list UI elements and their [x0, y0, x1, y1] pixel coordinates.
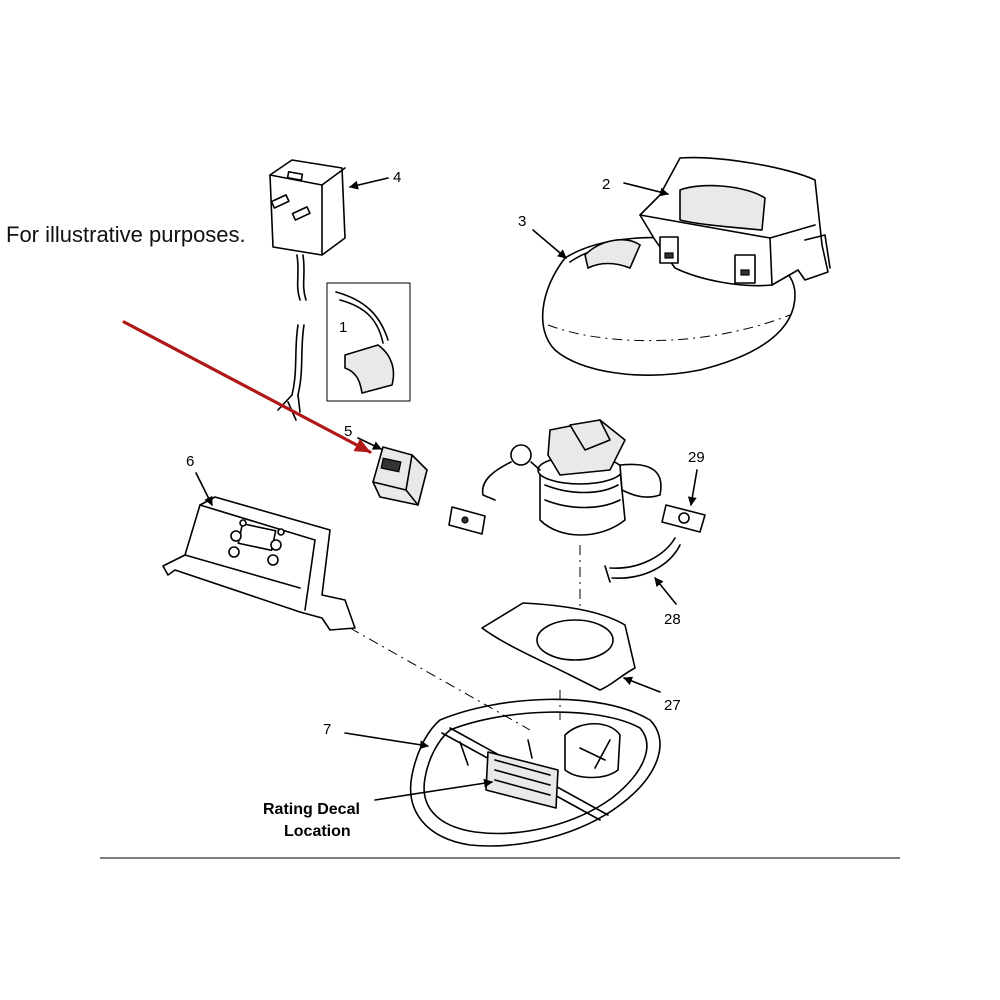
- motor-fan-assembly: [448, 419, 662, 536]
- callout-1: 1: [339, 319, 347, 336]
- part-2-rear-housing: [639, 156, 831, 287]
- callout-5: 5: [344, 423, 352, 440]
- part-28-strap: [604, 537, 681, 583]
- callout-29: 29: [688, 449, 705, 466]
- illustrative-note: For illustrative purposes.: [6, 222, 246, 247]
- part-1-hardware-kit: [326, 282, 411, 402]
- leader-arrows: [195, 177, 698, 801]
- alignment-lines: [349, 545, 581, 731]
- callout-3: 3: [518, 213, 526, 230]
- callout-6: 6: [186, 453, 194, 470]
- rating-decal-label-line2: Location: [284, 823, 351, 840]
- part-5-control-module: [372, 446, 428, 506]
- highlight-arrow: [122, 320, 372, 454]
- part-6-control-panel: [162, 496, 356, 631]
- callout-4: 4: [393, 169, 401, 186]
- callout-27: 27: [664, 697, 681, 714]
- callout-2: 2: [602, 176, 610, 193]
- part-27-gasket-plate: [481, 602, 636, 691]
- part-29-bracket: [661, 504, 706, 533]
- callout-7: 7: [323, 721, 331, 738]
- part-4-power-adapter: [269, 159, 346, 421]
- part-7-base-tray: [409, 698, 661, 847]
- rating-decal-label-line1: Rating Decal: [263, 801, 360, 818]
- callout-28: 28: [664, 611, 681, 628]
